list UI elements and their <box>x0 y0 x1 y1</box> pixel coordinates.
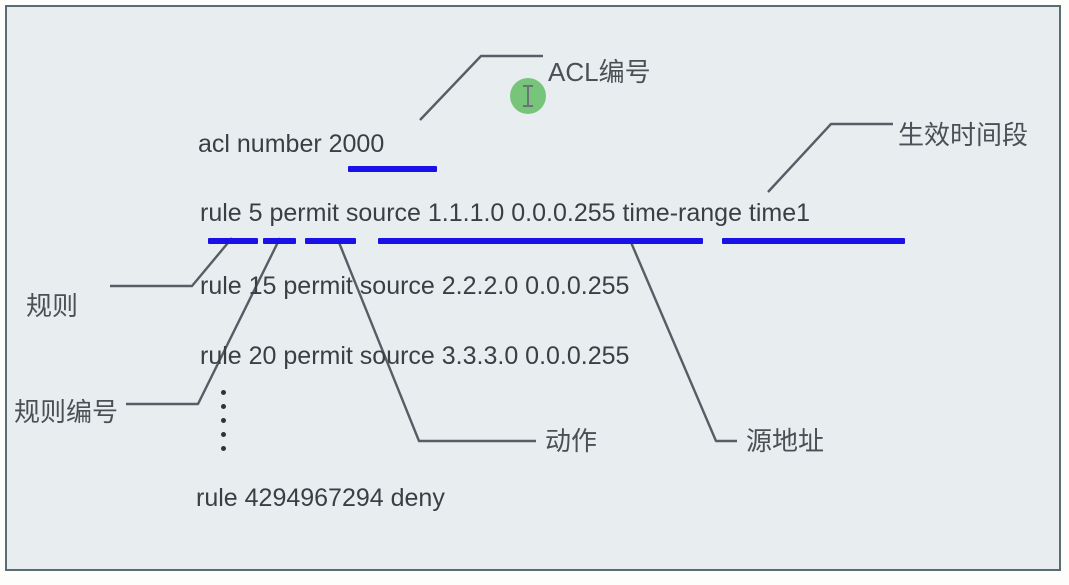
ellipsis-dot <box>221 418 226 423</box>
underline-time-range <box>722 238 905 244</box>
rule-15-line: rule 15 permit source 2.2.2.0 0.0.0.255 <box>200 272 630 300</box>
ellipsis-dot <box>221 432 226 437</box>
annotation-time-range: 生效时间段 <box>898 121 1029 151</box>
annotation-acl-number: ACL编号 <box>548 57 651 87</box>
underline-rule-id <box>263 238 296 244</box>
acl-number-line: acl number 2000 <box>198 130 385 158</box>
annotation-source-address: 源地址 <box>746 427 825 457</box>
ellipsis-dot <box>221 446 226 451</box>
underline-acl-number <box>348 166 437 172</box>
annotation-rule: 规则 <box>26 292 79 322</box>
rule-default-line: rule 4294967294 deny <box>196 484 445 512</box>
underline-action <box>305 238 356 244</box>
vertical-ellipsis <box>221 390 226 451</box>
annotation-rule-number: 规则编号 <box>14 398 119 428</box>
underline-source-address <box>378 238 703 244</box>
rule-20-line: rule 20 permit source 3.3.3.0 0.0.0.255 <box>200 342 630 370</box>
cursor-highlight-circle <box>510 78 546 114</box>
ellipsis-dot <box>221 390 226 395</box>
annotation-action: 动作 <box>545 427 598 457</box>
rule-5-line: rule 5 permit source 1.1.1.0 0.0.0.255 t… <box>200 199 811 227</box>
underline-rule-keyword <box>208 238 258 244</box>
ellipsis-dot <box>221 404 226 409</box>
